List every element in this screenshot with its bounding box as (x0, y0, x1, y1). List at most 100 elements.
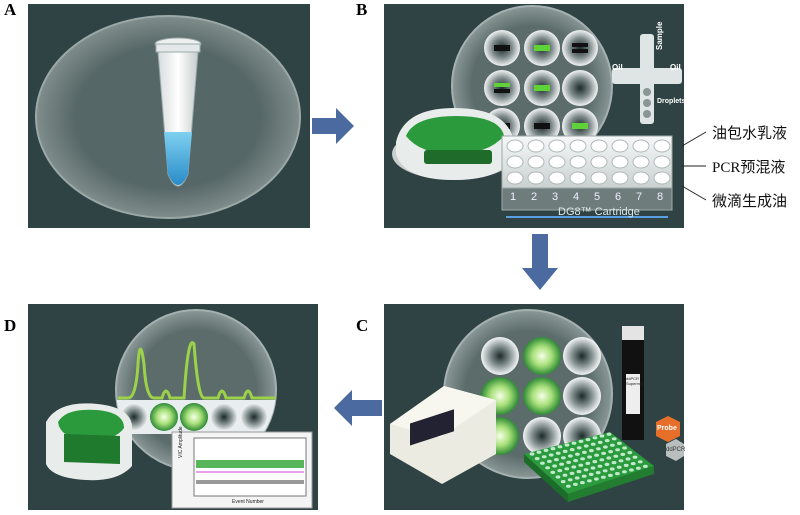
negative-cluster (196, 480, 304, 484)
plate-well (608, 473, 613, 477)
plate-well (573, 459, 578, 463)
plate-well (567, 478, 573, 482)
plate-well (611, 461, 617, 465)
cartridge-well (506, 139, 524, 153)
plate-well (617, 441, 622, 445)
pcr-96-well-plate (524, 432, 654, 502)
plate-well (578, 439, 584, 443)
supermix-tube (622, 326, 644, 440)
cartridge-well (527, 171, 545, 185)
cartridge-well (632, 171, 650, 185)
cartridge-well (548, 139, 566, 153)
plate-well (564, 467, 570, 471)
plate-well (529, 452, 535, 456)
plate-well (569, 448, 575, 452)
tube-illustration (35, 15, 301, 219)
plate-well (547, 459, 552, 463)
panel-label-a: A (4, 0, 17, 19)
cartridge-well (611, 171, 629, 185)
plate-well (566, 484, 571, 488)
plate-well (541, 455, 547, 459)
panel-a (28, 4, 310, 228)
plate-well (620, 452, 626, 456)
plate-well (550, 447, 556, 451)
cartridge-label: DG8™ Cartridge (558, 206, 640, 218)
plate-well (540, 461, 545, 465)
plate-well (566, 460, 571, 464)
plate-well (583, 444, 589, 448)
plate-well (603, 445, 608, 449)
plate-well (623, 463, 629, 467)
plate-well (578, 463, 584, 467)
plate-well (557, 445, 563, 449)
plate-well (637, 460, 643, 464)
chip-label-sample: Sample (655, 21, 664, 50)
plate-well (594, 453, 599, 457)
plate-well (604, 439, 610, 443)
cartridge-well (653, 171, 671, 185)
plate-well (615, 472, 620, 476)
plate-well (622, 446, 627, 450)
plate-well (562, 449, 568, 453)
plate-well (581, 474, 587, 478)
plate-well (610, 443, 615, 447)
plate-well (643, 464, 648, 468)
plate-well (576, 446, 582, 450)
droplet-chip (612, 34, 682, 124)
plate-well (609, 467, 615, 471)
plate-well (555, 451, 561, 455)
arrow-right-icon (312, 108, 354, 144)
liquid-sample (164, 132, 192, 185)
cartridge-well (611, 155, 629, 169)
probe-icon (656, 416, 680, 442)
plate-well (582, 450, 587, 454)
cartridge-well (590, 155, 608, 169)
well-number: 1 (510, 191, 517, 203)
cartridge-well (611, 139, 629, 153)
cartridge-well (632, 155, 650, 169)
plate-well (606, 432, 612, 436)
positive-cluster (196, 460, 304, 468)
plate-well (585, 461, 591, 465)
plate-well (597, 440, 603, 444)
plate-well (616, 465, 622, 469)
well-number: 3 (552, 191, 559, 203)
thermal-cycler (390, 386, 496, 484)
cartridge-well (569, 171, 587, 185)
plate-well (618, 459, 624, 463)
plate-well (587, 479, 592, 483)
plate-well (552, 464, 557, 468)
annotation-oil: 微滴生成油 (712, 192, 788, 210)
plate-well (627, 451, 633, 455)
plate-well (611, 437, 617, 441)
well-number: 7 (636, 191, 643, 203)
plate-well (580, 481, 585, 485)
annotation-emulsion: 油包水乳液 (712, 124, 788, 142)
plate-well (602, 469, 608, 473)
plate-well (622, 470, 627, 474)
plate-well (615, 448, 620, 452)
panel-b (384, 4, 684, 228)
plate-well (574, 476, 580, 480)
plate-well (636, 466, 641, 470)
cartridge-well (653, 139, 671, 153)
plate-well (597, 464, 603, 468)
chip-label-oil-right: Oil (670, 63, 681, 72)
plate-well (613, 454, 619, 458)
probe-label: Probe (657, 425, 677, 432)
fluorescence-trace (118, 341, 276, 400)
plate-well (548, 453, 554, 457)
plate-well (592, 460, 598, 464)
plate-well (576, 470, 582, 474)
plate-well (599, 458, 605, 462)
cartridge-well (548, 155, 566, 169)
plate-well (632, 455, 638, 459)
tube-text: ddPCR Supermix (626, 376, 643, 386)
plate-well (590, 466, 596, 470)
annotation-pcr-mix: PCR预混液 (712, 160, 786, 176)
arrow-left-icon (334, 390, 382, 426)
plate-well (571, 465, 577, 469)
plate-well (596, 447, 601, 451)
well-number: 4 (573, 191, 580, 203)
amplitude-plot (171, 431, 313, 509)
